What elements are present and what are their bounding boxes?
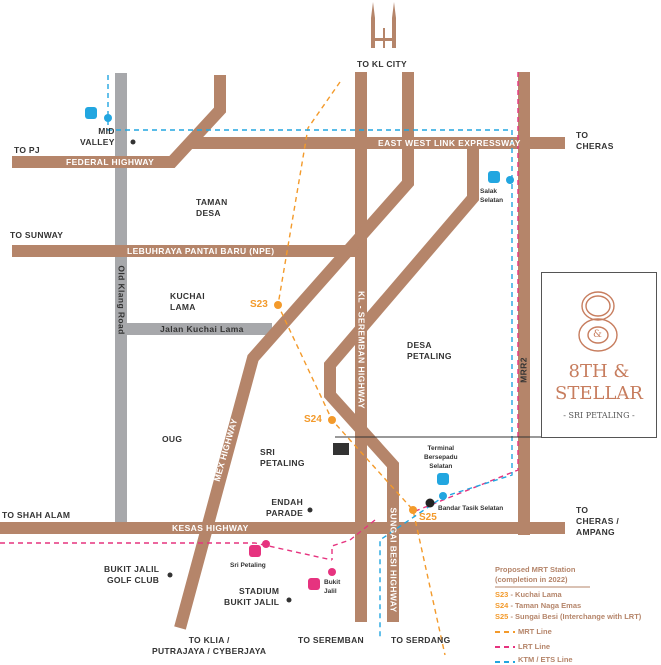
dir-klia: TO KLIA / PUTRAJAYA / CYBERJAYA bbox=[152, 635, 267, 656]
place-taman-desa: TAMAN DESA bbox=[196, 197, 228, 218]
station-tbs: Terminal Bersepadu Selatan bbox=[424, 445, 458, 470]
place-mid-valley: MID VALLEY bbox=[80, 126, 115, 147]
logo-name-1: 8TH & bbox=[568, 361, 630, 382]
logo-8-mark-icon bbox=[578, 291, 618, 352]
kesas-label: KESAS HIGHWAY bbox=[172, 523, 249, 533]
place-oug: OUG bbox=[162, 434, 183, 444]
logo-amp: & bbox=[593, 329, 602, 340]
mrt-line bbox=[277, 81, 446, 656]
dir-seremban: TO SEREMBAN bbox=[298, 635, 364, 645]
station-sri-petaling: Sri Petaling bbox=[230, 562, 266, 569]
legend-item-s24: S24 - Taman Naga Emas bbox=[495, 601, 582, 610]
sungai-besi-highway bbox=[324, 145, 479, 622]
station-salak-selatan: Salak Selatan bbox=[480, 188, 504, 204]
dir-cheras-ampang: TO CHERAS / AMPANG bbox=[576, 505, 620, 537]
sungai-besi-label: SUNGAI BESI HIGHWAY bbox=[388, 507, 399, 613]
station-s25: S25 bbox=[419, 512, 437, 523]
station-dots bbox=[104, 114, 514, 603]
kl-seremban-label: KL - SEREMBAN HIGHWAY bbox=[356, 291, 367, 409]
kl-tower-icon bbox=[371, 2, 396, 48]
legend-swatches bbox=[495, 631, 515, 663]
place-sri-petaling: SRI PETALING bbox=[260, 447, 305, 468]
legend-item-s23: S23 - Kuchai Lama bbox=[495, 590, 562, 599]
dir-serdang: TO SERDANG bbox=[391, 635, 451, 645]
legend-title: Proposed MRT Station (completion in 2022… bbox=[495, 565, 576, 584]
legend-lrt: LRT Line bbox=[518, 642, 551, 651]
place-stadium: STADIUM BUKIT JALIL bbox=[224, 586, 280, 607]
dir-pj: TO PJ bbox=[14, 145, 40, 155]
station-bukit-jalil: Bukit Jalil bbox=[324, 579, 341, 595]
station-s24: S24 bbox=[304, 414, 322, 425]
lrt-line bbox=[0, 72, 519, 561]
place-kuchai-lama: KUCHAI LAMA bbox=[170, 291, 205, 312]
dir-shah-alam: TO SHAH ALAM bbox=[2, 510, 71, 520]
mrr2-label: MRR2 bbox=[518, 357, 529, 383]
dir-kl-city: TO KL CITY bbox=[357, 59, 407, 69]
place-desa-petaling: DESA PETALING bbox=[407, 340, 452, 361]
logo-subtitle: - SRI PETALING - bbox=[563, 411, 635, 420]
legend-mrt: MRT Line bbox=[518, 627, 552, 636]
ktm-line bbox=[107, 75, 513, 640]
site-marker bbox=[333, 443, 349, 455]
place-bukit-jalil-golf: BUKIT JALIL GOLF CLUB bbox=[104, 564, 160, 585]
8th-stellar-logo: & 8TH & STELLAR - SRI PETALING - bbox=[541, 272, 657, 438]
mex-highway bbox=[174, 72, 414, 630]
dir-sunway: TO SUNWAY bbox=[10, 230, 64, 240]
train-icons bbox=[85, 107, 500, 590]
station-bandar-tasik: Bandar Tasik Selatan bbox=[438, 505, 504, 512]
legend-ktm: KTM / ETS Line bbox=[518, 655, 573, 664]
npe-label: LEBUHRAYA PANTAI BARU (NPE) bbox=[127, 246, 275, 256]
station-s23: S23 bbox=[250, 299, 268, 310]
federal-highway bbox=[12, 75, 226, 168]
legend-item-s25: S25 - Sungai Besi (Interchange with LRT) bbox=[495, 612, 642, 621]
old-klang-label: Old Klang Road bbox=[116, 265, 127, 335]
logo-name-2: STELLAR bbox=[555, 383, 643, 404]
kuchai-road-label: Jalan Kuchai Lama bbox=[160, 324, 244, 334]
federal-highway-label: FEDERAL HIGHWAY bbox=[66, 157, 155, 167]
east-west-label: EAST WEST LINK EXPRESSWAY bbox=[378, 138, 521, 148]
place-endah-parade: ENDAH PARADE bbox=[266, 497, 304, 518]
dir-cheras: TO CHERAS bbox=[576, 130, 614, 151]
